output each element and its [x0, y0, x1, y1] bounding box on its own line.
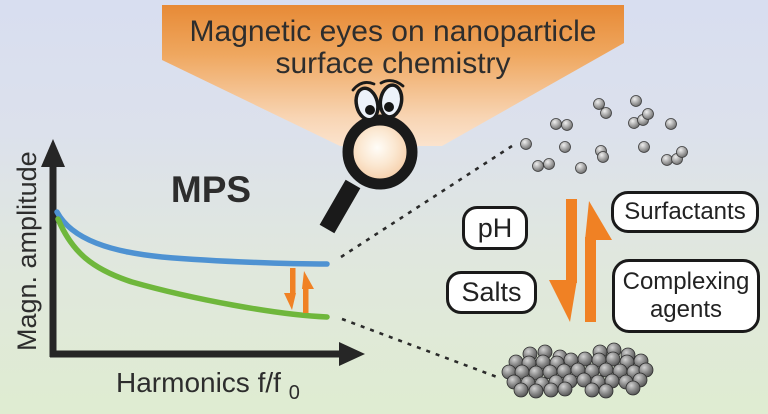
magnifier-lens — [353, 125, 407, 179]
nanoparticle — [630, 95, 642, 107]
nanoparticle — [559, 141, 571, 153]
aggregated-nanoparticle-cluster — [501, 342, 654, 399]
nanoparticle — [598, 383, 614, 399]
nanoparticle — [584, 382, 600, 398]
right-eyebrow — [379, 79, 405, 88]
surfactants-label: Surfactants — [624, 198, 746, 225]
banner-title-line1: Magnetic eyes on nanoparticle — [190, 15, 597, 48]
big-equilibrium-arrows — [549, 199, 612, 322]
nanoparticle — [575, 162, 587, 174]
complexing-agents-box: Complexing agents — [612, 259, 760, 333]
nanoparticle — [625, 380, 641, 396]
nanoparticle — [665, 118, 677, 130]
plot-axes — [41, 139, 365, 366]
nanoparticle — [513, 382, 529, 398]
x-axis-label-subscript: 0 — [289, 382, 300, 404]
ph-label: pH — [477, 212, 513, 243]
plot-title-mps: MPS — [171, 169, 251, 210]
green-curve — [55, 216, 330, 320]
nanoparticle — [600, 107, 612, 119]
complexing-agents-label: Complexing agents — [622, 268, 750, 323]
nanoparticle — [661, 154, 673, 166]
nanoparticle — [520, 138, 532, 150]
nanoparticle — [561, 119, 573, 131]
y-axis-arrowhead — [41, 139, 65, 167]
magnifier-ring — [342, 114, 418, 190]
blue-curve — [54, 209, 330, 267]
magnifier-handle — [319, 179, 361, 234]
dotted-line-upper — [340, 144, 513, 259]
nanoparticle — [543, 382, 559, 398]
left-eyebrow — [351, 81, 376, 92]
dotted-connectors — [340, 144, 513, 379]
x-axis-label: Harmonics f/f 0 — [116, 367, 300, 404]
surfactants-box: Surfactants — [611, 191, 759, 233]
x-axis-arrowhead — [339, 342, 365, 366]
nanoparticle — [593, 98, 605, 110]
small-equilibrium-arrows — [284, 268, 314, 313]
googly-eyes — [351, 79, 405, 122]
nanoparticle — [528, 383, 544, 399]
ph-box: pH — [462, 206, 528, 250]
nanoparticle — [550, 118, 562, 130]
nanoparticle — [532, 160, 544, 172]
nanoparticle — [676, 146, 688, 158]
banner-title-line2: surface chemistry — [275, 47, 510, 80]
nanoparticle — [543, 158, 555, 170]
salts-label: Salts — [461, 277, 522, 307]
salts-box: Salts — [446, 271, 537, 314]
dispersed-nanoparticles — [520, 95, 688, 174]
y-axis-label: Magn. amplitude — [12, 151, 42, 351]
dotted-line-lower — [341, 317, 498, 379]
nanoparticle — [557, 381, 573, 397]
right-pupil — [384, 102, 394, 112]
nanoparticle — [638, 141, 650, 153]
nanoparticle — [605, 351, 621, 367]
left-pupil — [365, 105, 375, 115]
nanoparticle — [642, 108, 654, 120]
banner-funnel — [162, 5, 624, 146]
nanoparticle — [597, 151, 609, 163]
magnifying-glass — [319, 79, 418, 234]
x-axis-label-main: Harmonics f/f — [116, 367, 281, 398]
